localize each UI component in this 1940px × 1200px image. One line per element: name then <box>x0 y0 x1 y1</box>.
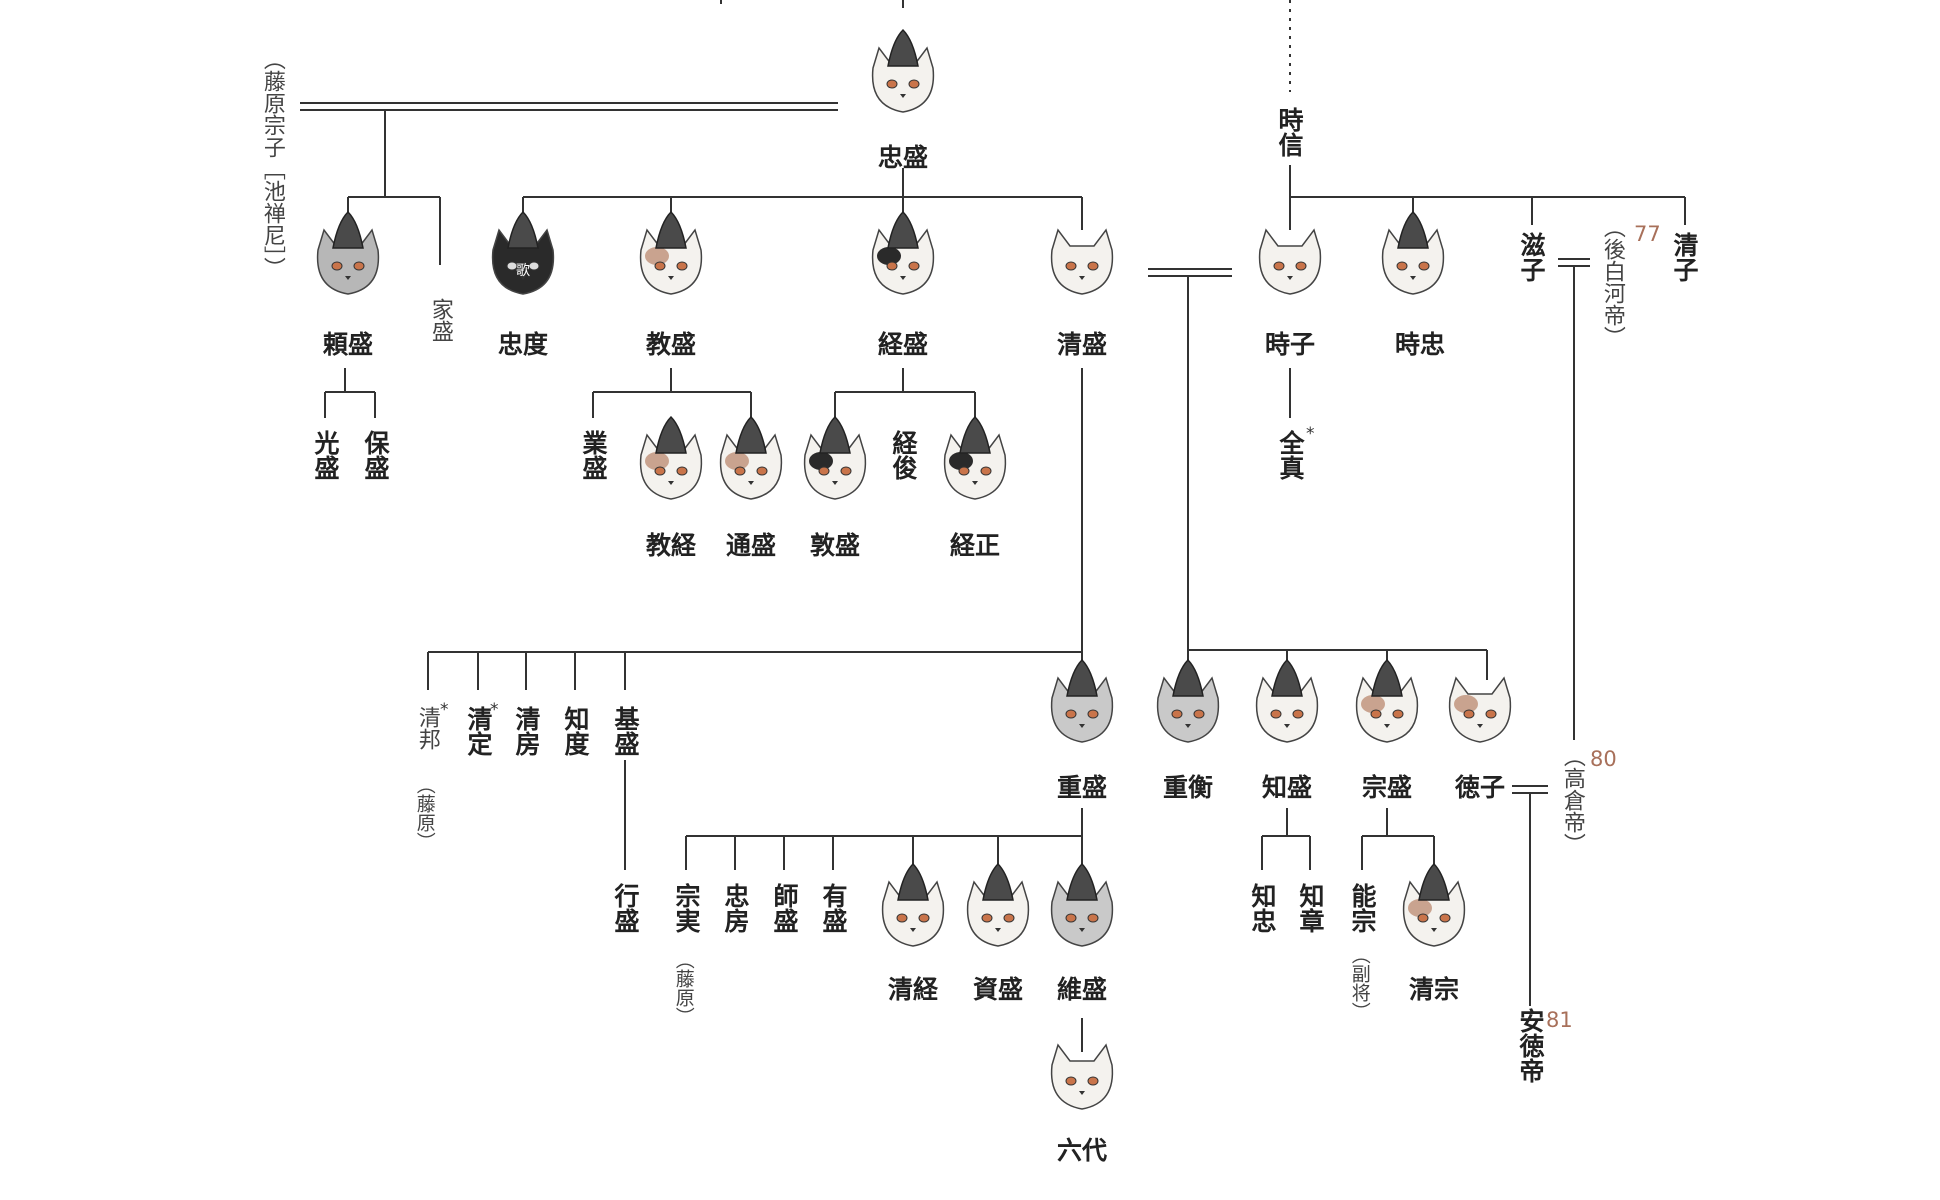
cat-portrait-tsunemasa <box>943 415 1007 500</box>
cat-portrait-munemori <box>1355 658 1419 743</box>
cat-portrait-sukemori <box>966 862 1030 947</box>
name-tokiko: 時子 <box>1264 330 1316 359</box>
emperor-number-77: 77 <box>1634 222 1661 246</box>
cat-portrait-tokuko <box>1448 676 1512 743</box>
cat-portrait-michimori <box>719 415 783 500</box>
note-yoshimune: （副将） <box>1348 945 1371 1021</box>
name-tomoakira: 知章 <box>1296 883 1325 933</box>
name-rokudai: 六代 <box>1056 1136 1108 1165</box>
name-tadanori: 忠度 <box>497 330 549 359</box>
name-tsunemori: 経盛 <box>877 330 929 359</box>
name-tomotada: 知忠 <box>1248 883 1277 933</box>
name-koremori: 維盛 <box>1056 975 1108 1004</box>
mark-star-zenshin: * <box>1306 424 1315 444</box>
name-motomori: 基盛 <box>611 706 640 756</box>
emperor-number-80: 80 <box>1590 747 1617 771</box>
name-yasumori: 保盛 <box>361 430 390 480</box>
name-kiyomori: 清盛 <box>1056 330 1108 359</box>
name-yoshimune: 能宗 <box>1348 883 1377 933</box>
name-sukemori: 資盛 <box>972 975 1024 1004</box>
name-sou-shi: （藤原宗子［池禅尼］） <box>259 48 285 279</box>
mark-star-kiyokuni: * <box>440 700 449 720</box>
cat-portrait-kiyotsune <box>881 862 945 947</box>
name-kiyotsune: 清経 <box>887 975 939 1004</box>
name-shigehira: 重衡 <box>1162 773 1214 802</box>
name-michimori: 通盛 <box>725 531 777 560</box>
cat-portrait-tsunemori <box>871 210 935 295</box>
note-kiyokuni: （藤原） <box>413 775 436 851</box>
name-takakura: （高倉帝） <box>1559 745 1585 855</box>
cat-portrait-tokiko <box>1258 228 1322 295</box>
cat-portrait-tokitada <box>1381 210 1445 295</box>
name-goshirakawa: （後白河帝） <box>1599 216 1625 348</box>
name-iemori: 家盛 <box>427 298 453 342</box>
name-atsumori: 敦盛 <box>809 531 861 560</box>
name-munemori: 宗盛 <box>1361 773 1413 802</box>
name-kiyofusa: 清房 <box>512 706 541 756</box>
note-munezane: （藤原） <box>672 950 695 1026</box>
cat-portrait-koremori <box>1050 862 1114 947</box>
name-shigeko: 滋子 <box>1517 232 1546 282</box>
name-tadamori: 忠盛 <box>877 143 929 172</box>
name-kiyosada: 清定 <box>464 706 493 756</box>
name-tokitada: 時忠 <box>1394 330 1446 359</box>
name-tokinobu: 時信 <box>1275 107 1304 157</box>
name-tsunetoshi: 経俊 <box>889 430 918 480</box>
cat-portrait-norimori <box>639 210 703 295</box>
cat-portrait-atsumori <box>803 415 867 500</box>
name-yorimori: 頼盛 <box>322 330 374 359</box>
cat-portrait-kiyomori <box>1050 228 1114 295</box>
name-kiyoko: 清子 <box>1670 232 1699 282</box>
name-tsunemasa: 経正 <box>949 531 1001 560</box>
name-narimori: 業盛 <box>579 430 608 480</box>
name-munezane: 宗実 <box>672 883 701 933</box>
name-morozane: 師盛 <box>770 883 799 933</box>
uta-mark: 歌 <box>516 263 530 279</box>
cat-portrait-rokudai <box>1050 1043 1114 1110</box>
name-shigemori: 重盛 <box>1056 773 1108 802</box>
name-norimori: 教盛 <box>645 330 697 359</box>
cat-portrait-shigemori <box>1050 658 1114 743</box>
mark-star-kiyosada: * <box>490 700 499 720</box>
name-arimori: 有盛 <box>819 883 848 933</box>
name-yukimori: 行盛 <box>611 883 640 933</box>
name-kiyomune: 清宗 <box>1408 975 1460 1004</box>
emperor-number-81: 81 <box>1546 1008 1573 1032</box>
name-mitsumori: 光盛 <box>311 430 340 480</box>
cat-portrait-tadamori <box>871 28 935 113</box>
cat-portrait-kiyomune <box>1402 862 1466 947</box>
name-noritsune: 教経 <box>645 531 697 560</box>
name-antoku: 安徳帝 <box>1516 1008 1545 1083</box>
cat-portrait-tomomori <box>1255 658 1319 743</box>
cat-portrait-noritsune <box>639 415 703 500</box>
cat-portrait-yorimori <box>316 210 380 295</box>
name-tadafusa: 忠房 <box>721 883 750 933</box>
name-kiyokuni: 清邦 <box>414 706 440 750</box>
cat-portrait-shigehira <box>1156 658 1220 743</box>
name-tomomori: 知盛 <box>1261 773 1313 802</box>
name-tomonori: 知度 <box>561 706 590 756</box>
name-zenshin: 全真 <box>1276 430 1305 480</box>
cat-portrait-tadanori: 歌 <box>491 210 555 295</box>
name-tokuko: 徳子 <box>1454 773 1506 802</box>
